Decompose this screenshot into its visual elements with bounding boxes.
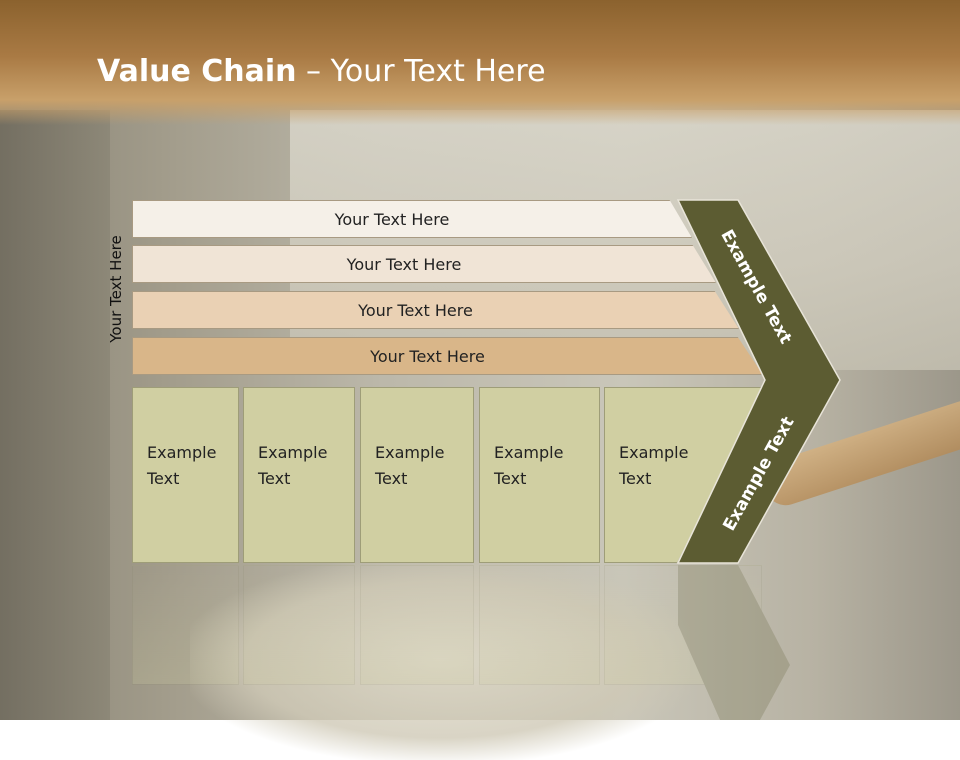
primary-box-4-line2: Text xyxy=(494,469,527,488)
primary-box-3: Example Text xyxy=(360,387,474,563)
primary-box-1-line2: Text xyxy=(147,469,180,488)
support-bar-1-label: Your Text Here xyxy=(334,209,450,229)
primary-box-2-line2: Text xyxy=(258,469,291,488)
support-bar-3-label: Your Text Here xyxy=(358,300,473,320)
background-plank xyxy=(290,110,960,370)
primary-box-1-line1: Example xyxy=(147,443,217,462)
title-bold: Value Chain xyxy=(97,54,297,89)
support-bar-2-label: Your Text Here xyxy=(346,254,462,274)
primary-box-2: Example Text xyxy=(243,387,355,563)
page-title: Value Chain – Your Text Here xyxy=(97,54,546,89)
primary-box-2-line1: Example xyxy=(258,443,328,462)
header-band xyxy=(0,0,960,125)
support-bar-3: Your Text Here xyxy=(132,291,739,329)
primary-box-5-line2: Text xyxy=(619,469,652,488)
background-glove xyxy=(190,560,690,760)
primary-box-4-line1: Example xyxy=(494,443,564,462)
primary-box-5-line1: Example xyxy=(619,443,689,462)
primary-box-3-line1: Example xyxy=(375,443,445,462)
primary-box-1: Example Text xyxy=(132,387,239,563)
primary-box-3-line2: Text xyxy=(375,469,408,488)
title-rest: – Your Text Here xyxy=(296,54,546,89)
support-bar-4: Your Text Here xyxy=(132,337,763,375)
support-bar-4-label: Your Text Here xyxy=(370,346,485,366)
vertical-axis-label: Your Text Here xyxy=(107,235,125,343)
primary-box-4: Example Text xyxy=(479,387,600,563)
background-dark-wood xyxy=(0,110,110,720)
support-bar-1: Your Text Here xyxy=(132,200,692,238)
support-bar-2: Your Text Here xyxy=(132,245,716,283)
